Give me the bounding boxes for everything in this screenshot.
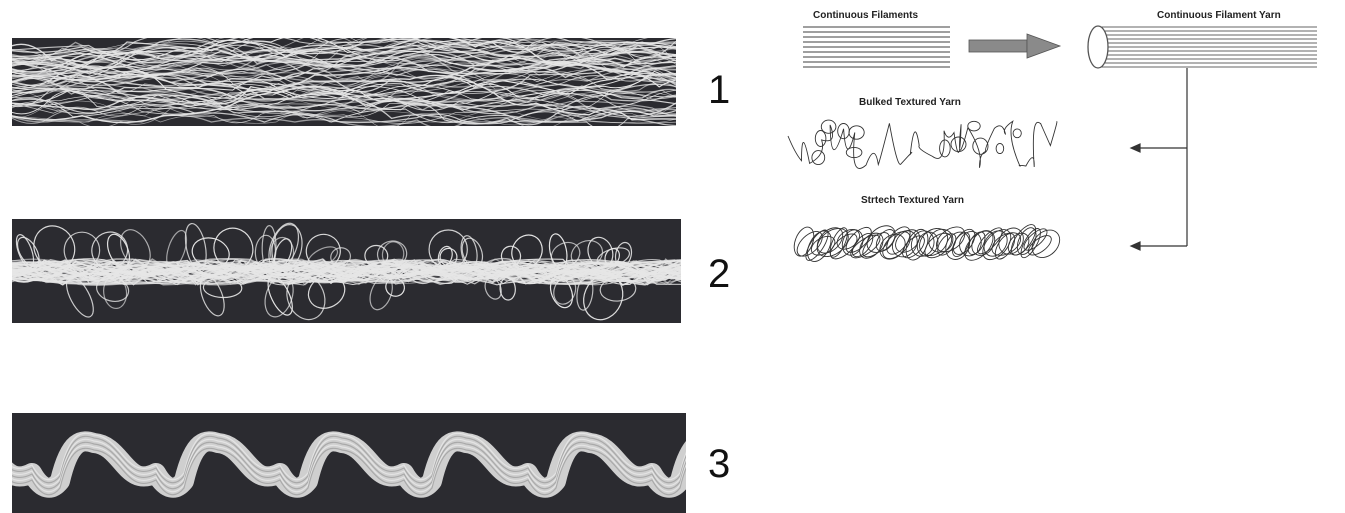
- looped-bulk-yarn-image: [12, 219, 681, 323]
- panel-number-2: 2: [708, 252, 730, 297]
- stretch-textured-yarn-label: Strtech Textured Yarn: [861, 195, 964, 206]
- bulked-textured-yarn-drawing: [788, 120, 1057, 168]
- texturing-diagram: [780, 0, 1345, 300]
- panel-number-3: 3: [708, 442, 730, 487]
- loose-filament-yarn-image: [12, 38, 676, 126]
- continuous-filament-yarn-cylinder: [1088, 26, 1317, 68]
- bulked-textured-yarn-label: Bulked Textured Yarn: [859, 97, 961, 108]
- branch-connector: [1131, 68, 1187, 250]
- crimped-wave-yarn-image: [12, 413, 686, 513]
- panel-number-1: 1: [708, 68, 730, 113]
- continuous-filament-yarn-label: Continuous Filament Yarn: [1157, 10, 1281, 21]
- stretch-textured-yarn-drawing: [790, 220, 1065, 265]
- continuous-filaments-label: Continuous Filaments: [813, 10, 918, 21]
- continuous-filaments-lines: [803, 27, 950, 67]
- yarn-photo-1: [12, 38, 676, 126]
- process-arrow-icon: [969, 34, 1060, 58]
- yarn-photo-2: [12, 219, 681, 323]
- yarn-photo-3: [12, 413, 686, 513]
